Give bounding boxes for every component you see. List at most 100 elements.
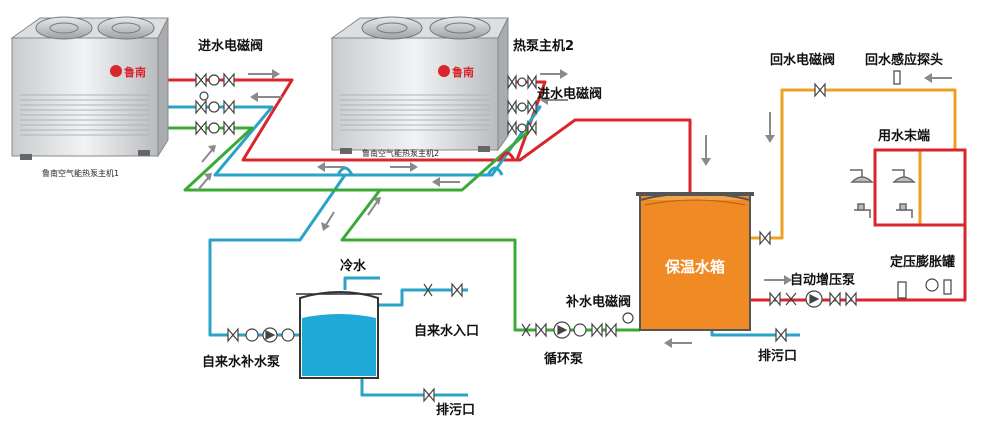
circulation-pump-label: 循环泵 (544, 351, 583, 367)
valve-icon (527, 99, 537, 115)
check-valve-icon (281, 328, 295, 342)
faucet-icon (854, 203, 871, 218)
drain-bottom-pipe (360, 378, 468, 397)
tap-makeup-pump-label: 自来水补水泵 (202, 354, 280, 370)
arrow-left-icon (664, 338, 692, 348)
valve-icon (759, 230, 771, 246)
fan-icon (97, 16, 155, 40)
flow-arrows (197, 69, 952, 348)
constant-pressure-tank-label: 定压膨胀罐 (889, 254, 955, 270)
gauge-icon (622, 312, 634, 324)
insulated-water-tank: 保温水箱 (636, 192, 754, 331)
fan-icon (429, 16, 491, 40)
arrow-up-icon (197, 173, 212, 191)
valve-icon (223, 120, 235, 136)
heat-pump-unit-2: 鲁南 (330, 16, 509, 154)
valve-icon (223, 72, 235, 88)
check-valve-icon (785, 292, 797, 306)
valve-icon (195, 120, 207, 136)
brand-logo-icon (110, 65, 122, 77)
unit1-brand: 鲁南 (124, 65, 146, 79)
valve-icon (507, 74, 517, 90)
return-solenoid-valve-icon (814, 82, 826, 98)
return-sensor-label: 回水感应探头 (865, 52, 943, 68)
valve-icon (527, 74, 537, 90)
return-pipe (750, 88, 957, 240)
valves (195, 70, 952, 403)
return-valve-label: 回水电磁阀 (770, 52, 835, 68)
faucet-icon (896, 203, 913, 218)
inlet-valve-label-2: 进水电磁阀 (537, 86, 602, 102)
hot-pipe-unit1 (165, 78, 345, 162)
fan-icon (35, 16, 93, 40)
valve-icon (527, 120, 537, 136)
tap-inlet-pipe (378, 288, 468, 307)
expansion-tank-icon (897, 281, 907, 299)
shower-head-icon (850, 169, 874, 183)
cold-tank-top (343, 276, 380, 290)
arrow-left-icon (924, 73, 952, 83)
hot-pipe-main (243, 118, 692, 220)
heat-pump-unit-1: 鲁南 (10, 16, 169, 160)
arrow-left-icon (250, 92, 282, 102)
arrow-left-icon (540, 95, 568, 105)
arrow-right-icon (248, 69, 280, 79)
arrow-left-icon (432, 177, 460, 187)
labels: 进水电磁阀 热泵主机2 进水电磁阀 回水电磁阀 回水感应探头 用水末端 定压膨胀… (42, 38, 955, 418)
arrow-down-icon (321, 211, 335, 231)
valve-icon (591, 322, 603, 338)
check-valve-icon (208, 74, 220, 86)
pressure-gauge-icon (925, 278, 939, 292)
tap-inlet-label: 自来水入口 (414, 323, 479, 339)
arrow-down-icon (765, 112, 775, 143)
valve-icon (535, 322, 547, 338)
check-valve-icon (245, 328, 259, 342)
valve-icon (507, 99, 517, 115)
unit1-caption: 鲁南空气能热泵主机1 (42, 168, 119, 178)
cold-pipe-supply (208, 174, 347, 337)
check-valve-icon (423, 283, 433, 297)
check-valve-icon (208, 122, 220, 134)
end-use-label: 用水末端 (877, 128, 930, 144)
drain-right-label: 排污口 (758, 348, 797, 364)
valve-icon (451, 282, 463, 298)
valve-icon (769, 291, 781, 307)
valve-icon (195, 99, 207, 115)
makeup-solenoid-valve-icon (605, 322, 617, 338)
gauge-icon (199, 91, 209, 101)
check-valve-icon (521, 323, 531, 337)
valve-icon (195, 72, 207, 88)
arrow-down-icon (701, 135, 711, 166)
drain-valve-icon (423, 387, 435, 403)
booster-pump-label: 自动增压泵 (790, 272, 855, 288)
pipes (165, 78, 967, 397)
cold-water-tank (296, 291, 382, 379)
check-valve-icon (573, 323, 587, 337)
inlet-valve-label-1: 进水电磁阀 (198, 38, 263, 54)
arrow-right-icon (540, 69, 568, 79)
valve-icon (227, 327, 239, 343)
valve-icon (507, 120, 517, 136)
end-use-fixtures (850, 148, 967, 227)
makeup-valve-label: 补水电磁阀 (565, 294, 631, 310)
valve-icon (845, 291, 857, 307)
fan-icon (361, 16, 423, 40)
arrow-left-icon (317, 162, 345, 172)
valve-icon (829, 291, 841, 307)
check-valve-icon (517, 102, 527, 112)
check-valve-icon (517, 123, 527, 133)
heat-pump-2-title: 热泵主机2 (513, 38, 574, 54)
check-valve-icon (208, 101, 220, 113)
drain-valve-icon (775, 327, 787, 343)
check-valve-icon (517, 77, 527, 87)
cold-water-label: 冷水 (340, 258, 367, 274)
brand-logo-icon (438, 65, 450, 77)
insulated-tank-label: 保温水箱 (664, 258, 725, 276)
arrow-up-icon (201, 145, 216, 163)
return-sensor-icon (893, 70, 901, 85)
unit2-brand: 鲁南 (452, 65, 474, 79)
arrow-up-icon (367, 197, 381, 216)
arrow-right-icon (764, 275, 792, 285)
shower-head-icon (892, 169, 916, 183)
